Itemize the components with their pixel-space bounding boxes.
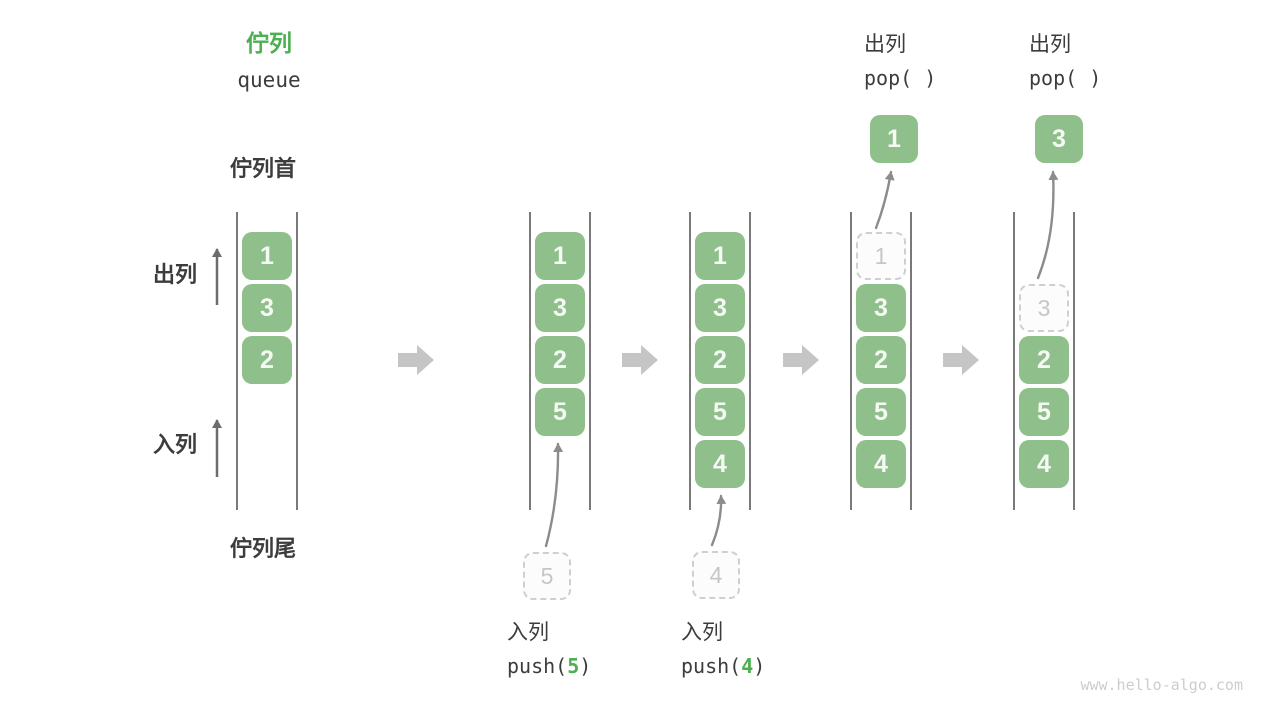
queue-slot-box: 2 [695,336,745,384]
dequeued-element-box: 3 [1035,115,1083,163]
dequeue-op-zh: 出列 [864,33,906,56]
next-state-arrow-icon [943,345,979,375]
enqueue-op-code: push(4) [681,654,766,678]
queue-slot-box: 3 [695,284,745,332]
queue-slot-box: 1 [695,232,745,280]
queue-slot-box-dashed: 1 [856,232,906,280]
queue-slot-box: 5 [856,388,906,436]
queue-slot-box: 2 [1019,336,1069,384]
dequeue-op-code: pop( ) [864,66,937,90]
queue-slot-box: 2 [856,336,906,384]
dequeued-element-box: 1 [870,115,918,163]
next-state-arrow-icon [622,345,658,375]
dequeue-arrow-icon [1036,170,1059,280]
queue-slot-box: 5 [695,388,745,436]
next-state-arrow-icon [398,345,434,375]
enqueue-side-label: 入列 [153,432,198,457]
queue-slot-box: 3 [535,284,585,332]
watermark: www.hello-algo.com [1080,676,1243,694]
dequeue-op-code: pop( ) [1029,66,1102,90]
dequeue-op-zh: 出列 [1029,33,1071,56]
queue-slot-box: 5 [1019,388,1069,436]
queue-slot-box: 2 [242,336,292,384]
queue-slot-box: 4 [1019,440,1069,488]
title-en: queue [237,68,301,92]
queue-slot-box: 1 [242,232,292,280]
enqueue-op-zh: 入列 [507,621,549,644]
enqueue-staging-box: 5 [523,552,571,600]
queue-slot-box: 5 [535,388,585,436]
enqueue-op-zh: 入列 [681,621,723,644]
queue-slot-box: 3 [856,284,906,332]
enqueue-arrow-icon [710,494,727,547]
dequeue-side-label: 出列 [153,262,198,287]
enqueue-op-label: 入列 push(4) [681,619,765,680]
queue-front-label: 佇列首 [230,156,297,181]
enqueue-op-label: 入列 push(5) [507,619,591,680]
enqueue-staging-box: 4 [692,551,740,599]
queue-slot-box: 3 [242,284,292,332]
queue-slot-box: 2 [535,336,585,384]
queue-slot-box: 4 [856,440,906,488]
queue-slot-box: 1 [535,232,585,280]
queue-slot-box-dashed: 3 [1019,284,1069,332]
queue-rear-label: 佇列尾 [230,536,297,561]
enqueue-arrow-icon [544,442,564,548]
enqueue-op-code: push(5) [507,654,592,678]
dequeue-op-label: 出列 pop( ) [1029,31,1101,92]
dequeue-arrow-icon [874,170,895,230]
diagram-title: 佇列 queue [194,30,344,92]
queue-slot-box: 4 [695,440,745,488]
next-state-arrow-icon [783,345,819,375]
title-zh: 佇列 [246,30,292,56]
dequeue-op-label: 出列 pop( ) [864,31,936,92]
